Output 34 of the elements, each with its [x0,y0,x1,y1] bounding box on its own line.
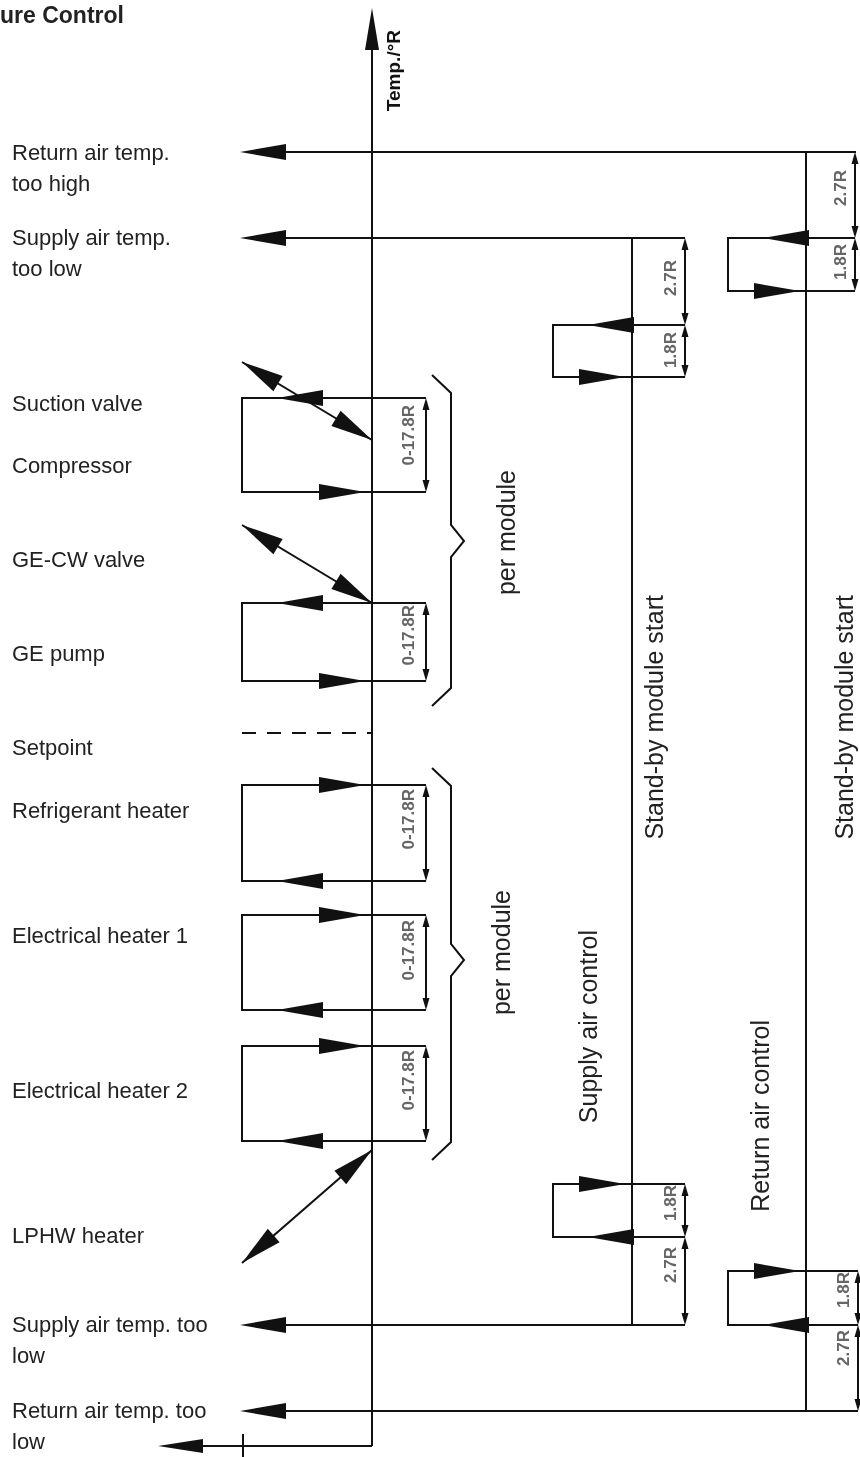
dimension-label: 0-17.8R [400,405,418,466]
dimension-label: 1.8R [662,1185,680,1221]
region-label: Supply air control [574,930,602,1124]
row-label: Refrigerant heater [12,797,191,825]
axis-label: Temp./°R [383,30,405,112]
dimension-label: 0-17.8R [400,1050,418,1111]
row-label: Compressor [12,452,133,480]
dimension-label: 2.7R [832,170,850,206]
dimension-label: 2.7R [662,260,680,296]
region-label: per module [487,890,515,1016]
row-label: Electrical heater 1 [12,922,190,950]
region-label: Stand-by module start [640,595,668,840]
row-label: GE pump [12,640,106,668]
dimension-label: 1.8R [662,332,680,368]
row-label: Return air temp. too low [12,1397,208,1456]
row-label: Suction valve [12,390,144,418]
row-label: Return air temp. too high [12,139,171,198]
region-label: per module [492,470,520,596]
dimension-label: 0-17.8R [400,605,418,666]
dimension-label: 0-17.8R [400,920,418,981]
dimension-label: 1.8R [832,244,850,280]
dimension-label: 2.7R [835,1330,853,1366]
row-label: Supply air temp. too low [12,1311,209,1370]
dimension-label: 0-17.8R [400,789,418,850]
row-label: Supply air temp. too low [12,224,172,283]
dimension-label: 1.8R [835,1272,853,1308]
region-label: Stand-by module start [830,595,858,840]
row-label: Setpoint [12,734,94,762]
dimension-label: 2.7R [662,1247,680,1283]
diagram-title: ure Control [0,1,124,30]
row-label: LPHW heater [12,1222,146,1250]
row-label: Electrical heater 2 [12,1077,190,1105]
region-label: Return air control [746,1020,774,1212]
row-label: GE-CW valve [12,546,147,574]
